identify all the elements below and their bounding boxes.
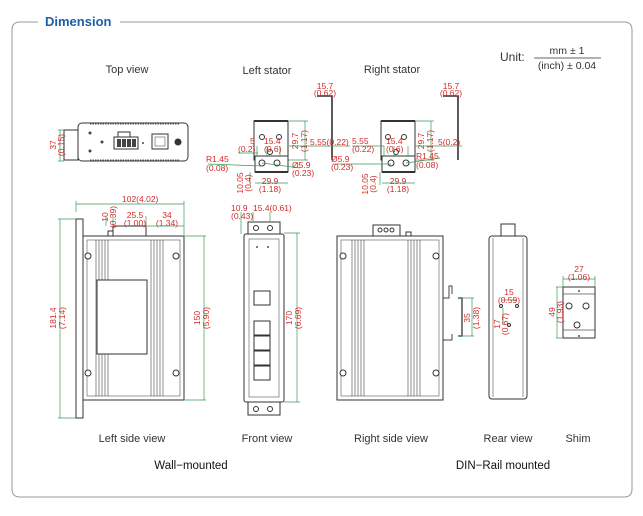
dim-text: 25.5 [127, 210, 144, 220]
shim-view: 27 (1.06) 49 (1.93) [547, 264, 596, 339]
dim-text: 29.7 [416, 132, 426, 149]
rj45-port-icon [253, 320, 271, 336]
dim-text: (1.34) [156, 218, 178, 228]
dim-text: 29.9 [262, 176, 279, 186]
dim-text: 10.05 [360, 173, 370, 195]
dim-text: 29.7 [290, 132, 300, 149]
left-side-view: 102(4.02) 10 (0.39) 25.5 (1.00) 34 (1.34… [48, 194, 211, 419]
rj45-port-icon [253, 350, 271, 366]
dim-text: 15.7 [443, 81, 460, 91]
dim-text: 15.4 [386, 136, 403, 146]
dim-text: 17 [492, 319, 502, 329]
dim-text: 181.4 [48, 307, 58, 329]
rear-view: 15 (0.59) 17 (0.67) [488, 223, 528, 400]
dim-text: 10.9 [231, 203, 248, 213]
dim-text: (0.2) [238, 144, 256, 154]
dim-text: (6.69) [293, 307, 303, 329]
dim-text: (1.06) [568, 272, 590, 282]
left-stator: 29.7 (1.17) 15.7 (0.62) 5 (0.2) 15.4 (0.… [206, 81, 350, 194]
left-side-view-label: Left side view [99, 433, 166, 445]
dim-text: 49 [547, 307, 557, 317]
dim-text: R1.45 [416, 151, 439, 161]
left-stator-label: Left stator [243, 65, 292, 77]
dim-text: 37 [48, 140, 58, 150]
rj45-port-icon [151, 133, 169, 150]
din-rail-mounted-label: DIN−Rail mounted [456, 460, 550, 472]
led-icon [267, 246, 269, 248]
rj45-port-icon [253, 290, 271, 306]
dim-text: (0.39) [108, 206, 118, 228]
dim-text: 15 [504, 287, 514, 297]
dim-text: (1.93) [555, 301, 565, 323]
top-view-label: Top view [106, 64, 149, 76]
dim-text: (0.15) [56, 134, 66, 156]
dim-text: 10 [100, 212, 110, 222]
unit-numerator: mm ± 1 [550, 45, 585, 57]
dim-text: (0.23) [331, 162, 353, 172]
unit-label: Unit: [500, 50, 525, 64]
wall-mounted-label: Wall−mounted [154, 460, 227, 472]
dim-text: (5.90) [201, 307, 211, 329]
dim-text: (7.14) [57, 307, 67, 329]
dim-text: (0.6) [264, 144, 282, 154]
dim-text: (0.43) [231, 211, 253, 221]
dim-text: Ø5.9 [331, 154, 350, 164]
right-side-view-label: Right side view [354, 433, 428, 445]
dim-text: (1.17) [299, 130, 309, 152]
unit-denominator: (inch) ± 0.04 [538, 60, 596, 72]
dim-text: (0.62) [314, 88, 336, 98]
dim-text: 170 [284, 311, 294, 325]
dim-text: 15.7 [317, 81, 334, 91]
dim-text: 102(4.02) [122, 194, 159, 204]
dim-text: (0.62) [440, 88, 462, 98]
dim-text: 5(0.2) [438, 137, 460, 147]
rj45-port-icon [253, 365, 271, 381]
front-view: 10.9 (0.43) 15.4(0.61) 170 (6.69) [231, 203, 303, 416]
dim-text: (0.08) [206, 163, 228, 173]
dim-text: (0.22) [352, 144, 374, 154]
dim-text: (1.38) [471, 307, 481, 329]
dim-text: 10.05 [235, 172, 245, 194]
dim-text: (1.00) [124, 218, 146, 228]
rj45-port-icon [253, 335, 271, 351]
dim-text: 27 [574, 264, 584, 274]
dim-text: 29.9 [390, 176, 407, 186]
dim-text: (0.67) [500, 313, 510, 335]
dim-text: (0.08) [416, 160, 438, 170]
dim-text: (1.18) [259, 184, 281, 194]
dim-text: 34 [162, 210, 172, 220]
dim-text: 15.4(0.61) [253, 203, 292, 213]
dim-text: (0.59) [498, 295, 520, 305]
frame [11, 21, 633, 498]
dim-text: Ø5.9 [292, 160, 311, 170]
shim-label: Shim [565, 433, 590, 445]
rear-view-label: Rear view [484, 433, 533, 445]
dim-text: 150 [192, 311, 202, 325]
dim-text: (0.4) [243, 174, 253, 192]
dim-text: (0.4) [368, 175, 378, 193]
led-icon [256, 246, 258, 248]
dim-text: 35 [462, 313, 472, 323]
dim-text: 15.4 [264, 136, 281, 146]
section-title: Dimension [45, 14, 112, 29]
top-view: 37 (0.15) [48, 122, 189, 162]
dim-text: 5.55 [352, 136, 369, 146]
dim-text: (0.23) [292, 168, 314, 178]
right-stator: 29.7 (1.17) 15.7 (0.62) 5.55 (0.22) 15.4… [331, 81, 462, 195]
right-side-view: 35 (1.38) [336, 224, 481, 401]
dim-text: (1.18) [387, 184, 409, 194]
dim-text: (0.6) [386, 144, 404, 154]
unit-legend: Unit: mm ± 1 (inch) ± 0.04 [500, 45, 601, 72]
dim-text: (1.17) [425, 130, 435, 152]
dim-text: R1.45 [206, 154, 229, 164]
dim-text: 5.55(0.22) [310, 137, 349, 147]
dim-text: 5 [250, 136, 255, 146]
front-view-label: Front view [242, 433, 293, 445]
right-stator-label: Right stator [364, 64, 421, 76]
